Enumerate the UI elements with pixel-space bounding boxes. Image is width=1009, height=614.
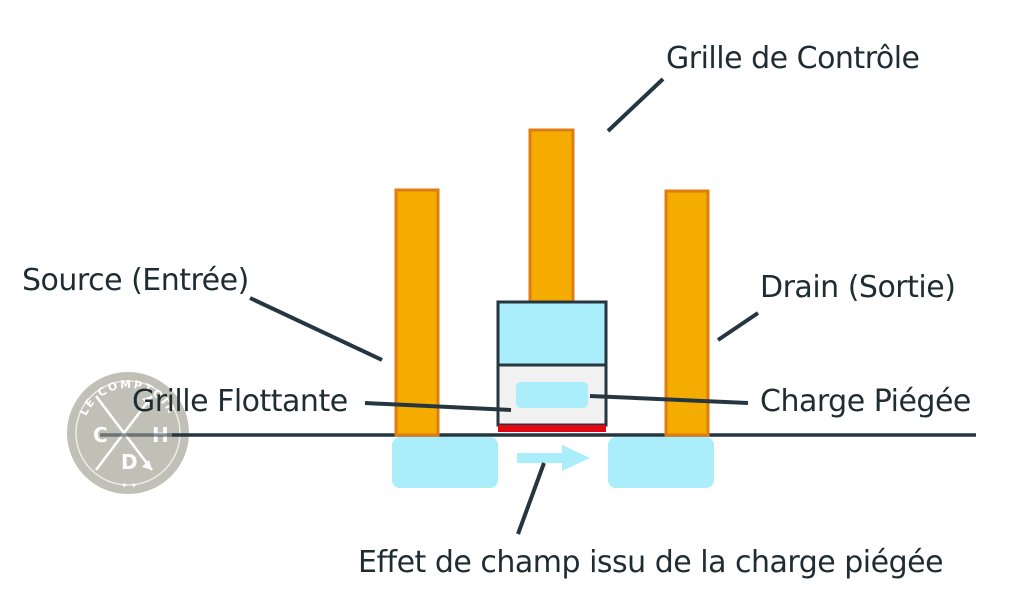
label-trapped-charge: Charge Piégée bbox=[760, 384, 971, 419]
field-arrow-head bbox=[562, 445, 590, 471]
source-region bbox=[392, 437, 498, 488]
watermark-inner-ring bbox=[75, 380, 181, 486]
leader-drain bbox=[716, 311, 760, 342]
drain-region bbox=[608, 437, 714, 488]
field-arrow-shaft bbox=[517, 453, 565, 463]
watermark-circle bbox=[67, 372, 189, 494]
arrow-right-icon bbox=[517, 445, 590, 471]
label-source: Source (Entrée) bbox=[22, 263, 249, 298]
drain-electrode bbox=[664, 189, 710, 437]
watermark-stars: ✦ ✦ bbox=[121, 481, 137, 490]
tunnel-oxide bbox=[498, 425, 606, 432]
label-control-gate: Grille de Contrôle bbox=[666, 41, 920, 76]
leader-trapped-charge bbox=[589, 394, 749, 405]
watermark-letter-d: D bbox=[121, 450, 138, 474]
trapped-charge-box bbox=[516, 382, 588, 408]
control-gate-insulator bbox=[496, 300, 608, 367]
control-gate-electrode bbox=[528, 128, 575, 305]
watermark-arrowhead-2 bbox=[142, 460, 152, 470]
watermark-arrow-2 bbox=[95, 395, 153, 471]
watermark-arrowhead-1 bbox=[142, 396, 152, 406]
leader-control-gate bbox=[606, 77, 665, 133]
source-electrode bbox=[394, 188, 440, 437]
label-field-effect: Effet de champ issu de la charge piégée bbox=[358, 545, 944, 580]
label-drain: Drain (Sortie) bbox=[760, 270, 956, 305]
leader-floating-gate bbox=[364, 401, 512, 412]
label-floating-gate: Grille Flottante bbox=[132, 384, 348, 419]
leader-source bbox=[249, 296, 383, 362]
leader-field-effect bbox=[516, 462, 546, 535]
